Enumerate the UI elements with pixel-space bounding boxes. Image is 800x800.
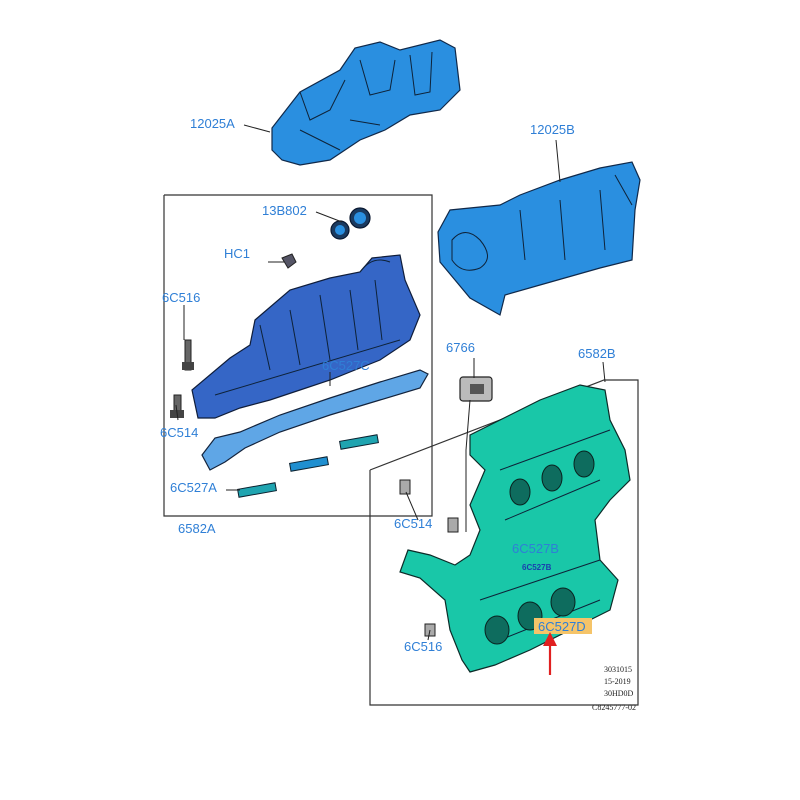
footer-line-2: 15-2019 — [604, 677, 631, 686]
label-6582A: 6582A — [178, 521, 216, 536]
label-13B802: 13B802 — [262, 203, 307, 218]
label-12025A: 12025A — [190, 116, 235, 131]
seals-6C527A[interactable] — [237, 434, 379, 498]
label-6C516-right: 6C516 — [404, 639, 442, 654]
label-6C516-left: 6C516 — [162, 290, 200, 305]
label-6C527C: 6C527C — [322, 358, 370, 373]
valve-cover-left[interactable] — [191, 254, 421, 419]
label-6C527D: 6C527D — [538, 619, 586, 634]
bolt-6C514-right[interactable] — [399, 479, 459, 533]
label-6C527B-small: 6C527B — [522, 563, 552, 572]
label-HC1: HC1 — [224, 246, 250, 261]
label-6C514-left: 6C514 — [160, 425, 198, 440]
oil-cap-13B802[interactable] — [330, 207, 371, 240]
leader-lines — [175, 124, 606, 641]
left-assembly-frame — [163, 194, 433, 517]
label-12025B: 12025B — [530, 122, 575, 137]
sensor-6766[interactable] — [459, 376, 493, 402]
clip-HC1[interactable] — [268, 253, 297, 269]
label-6582B: 6582B — [578, 346, 616, 361]
label-6766: 6766 — [446, 340, 475, 355]
footer-line-4: C8245777-02 — [592, 703, 636, 712]
engine-cover-12025B[interactable] — [437, 161, 641, 316]
gasket-6C527C[interactable] — [201, 369, 429, 471]
highlight-label-box — [534, 618, 592, 634]
label-6C527B: 6C527B — [512, 541, 559, 556]
footer-line-3: 30HD0D — [604, 689, 634, 698]
label-6C527A: 6C527A — [170, 480, 217, 495]
label-6C514-right: 6C514 — [394, 516, 432, 531]
bolt-6C516-left[interactable] — [182, 339, 194, 371]
engine-cover-12025A[interactable] — [271, 39, 461, 166]
footer-line-1: 3031015 — [604, 665, 632, 674]
red-arrow-indicator — [543, 632, 557, 675]
